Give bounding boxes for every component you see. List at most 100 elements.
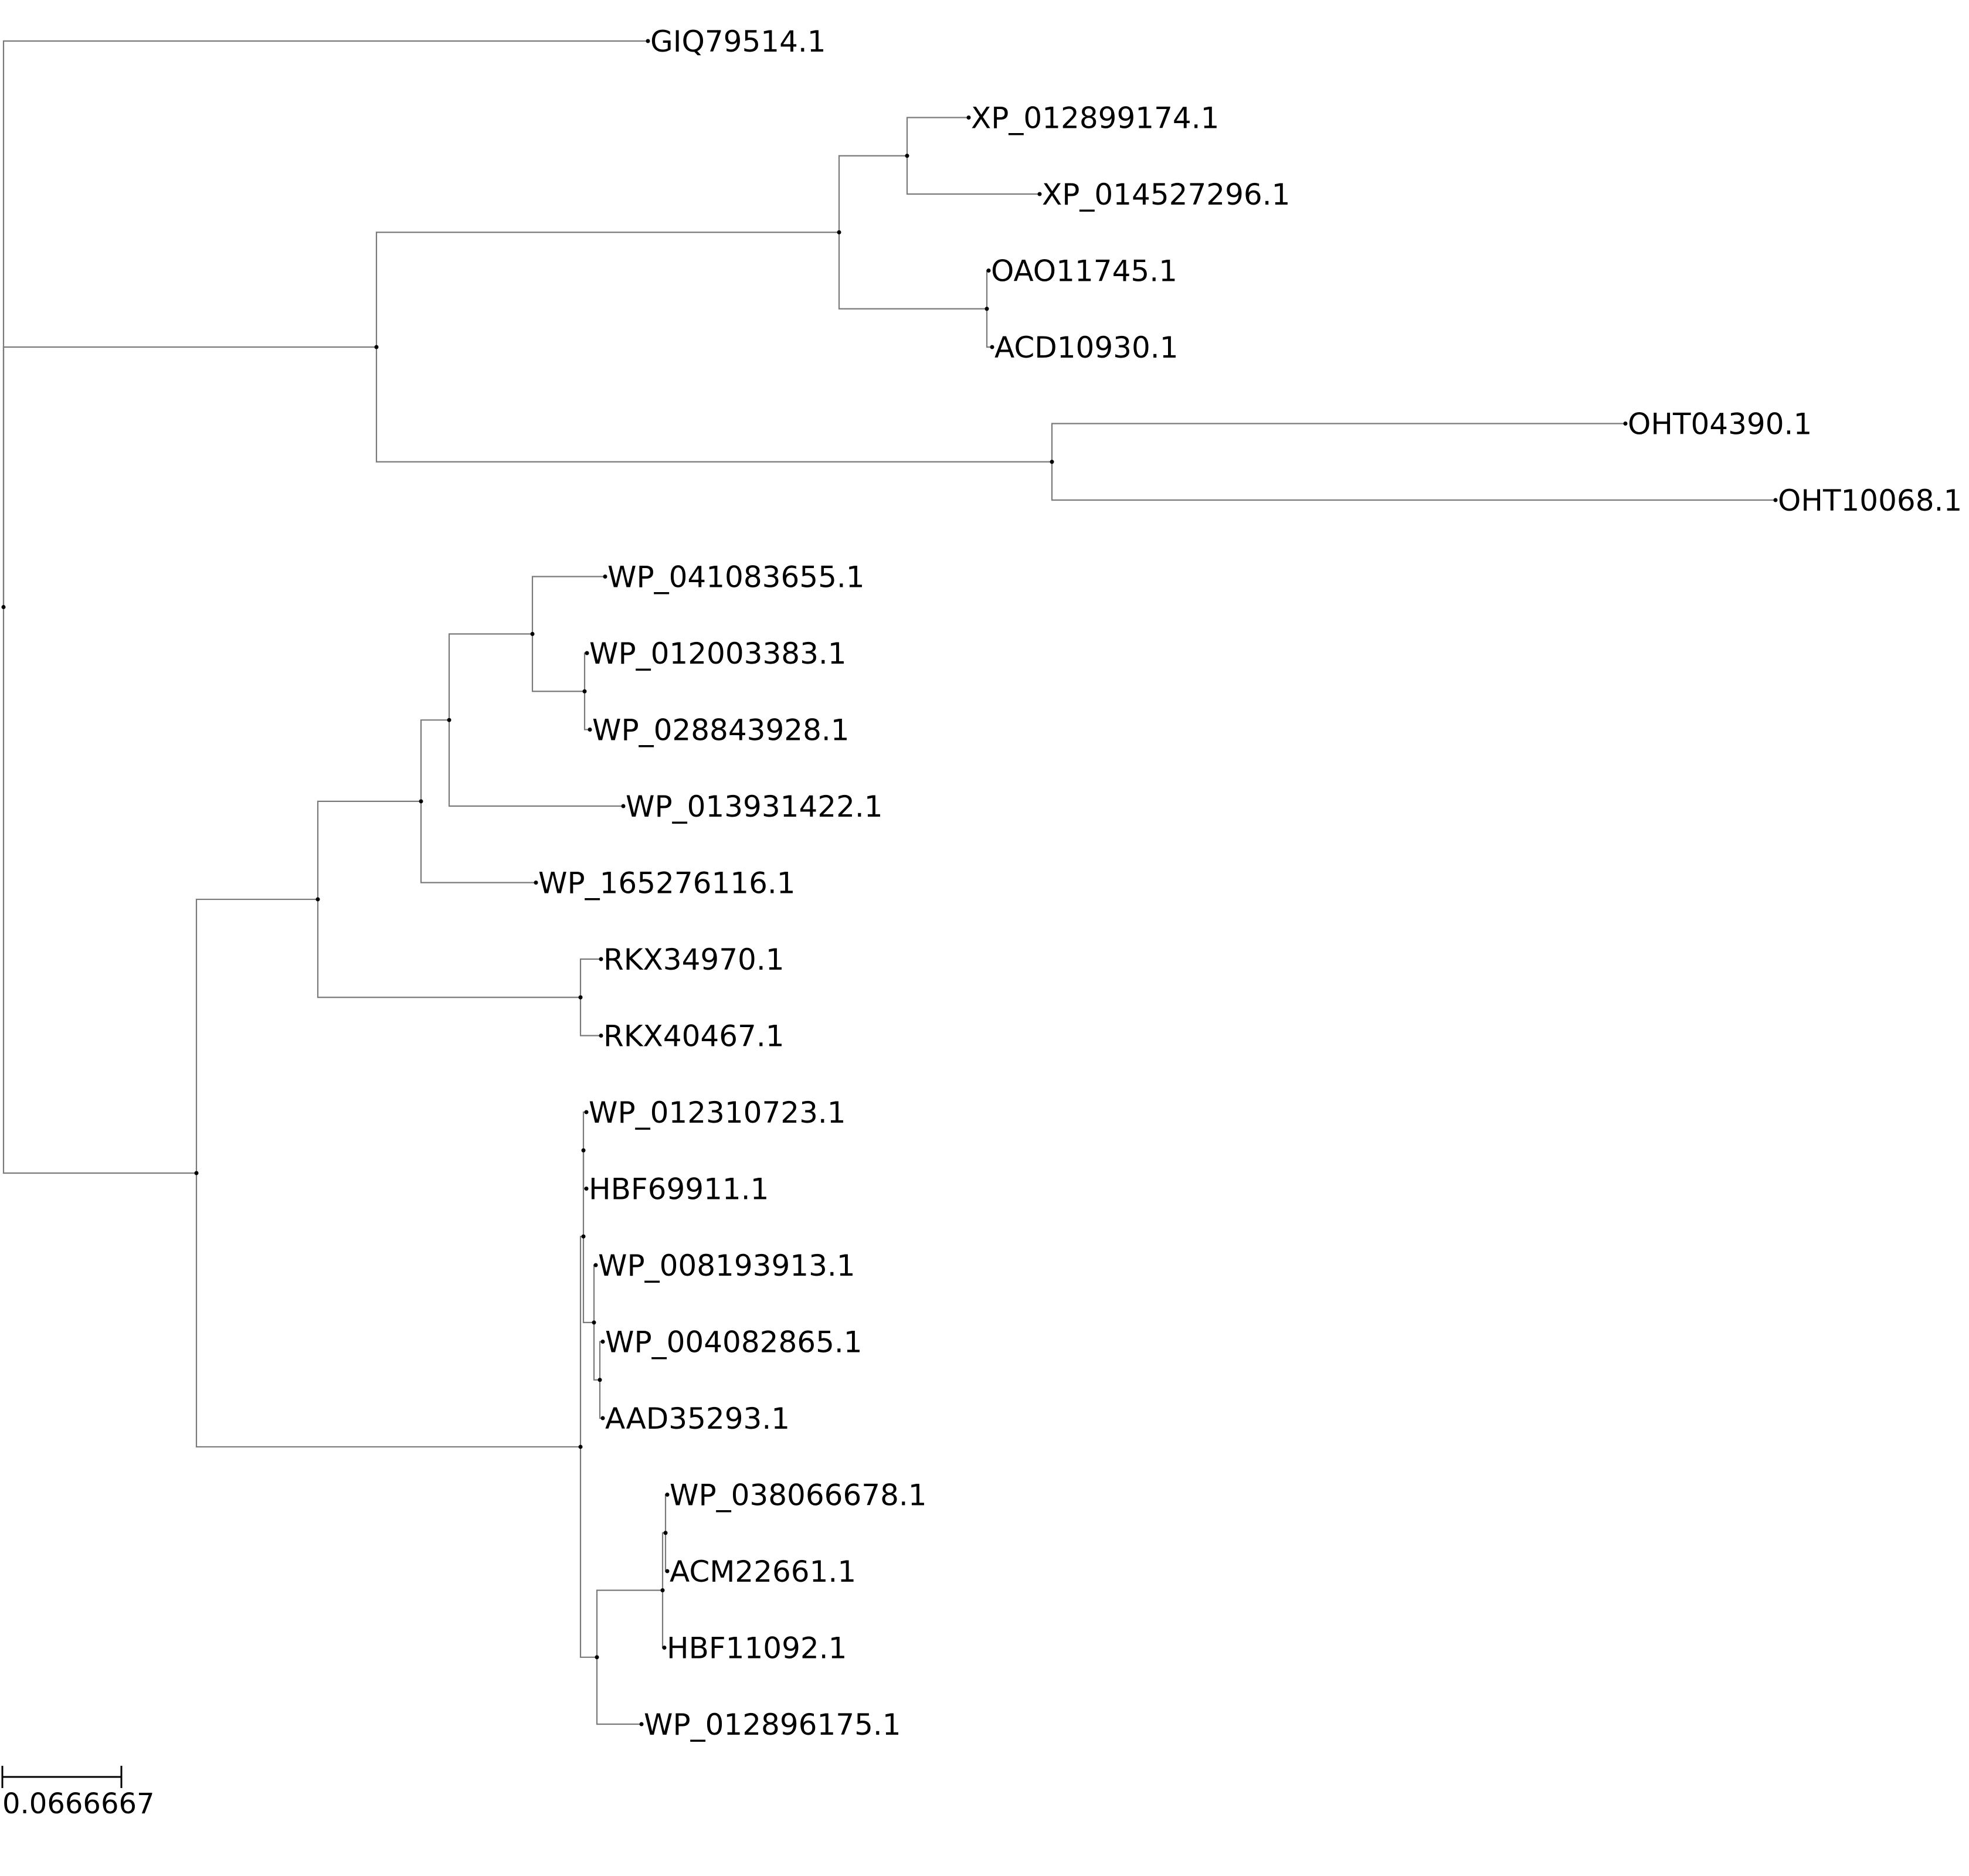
tree-branch — [317, 899, 580, 998]
leaf-node — [966, 115, 971, 120]
leaf-label: OHT04390.1 — [1628, 407, 1812, 441]
tree-branch — [986, 270, 989, 309]
leaf-label: OHT10068.1 — [1778, 484, 1962, 518]
leaf-node — [1773, 498, 1778, 502]
tree-branch — [531, 576, 605, 634]
tree-branch — [195, 1172, 580, 1448]
leaf-node — [584, 1187, 589, 1191]
tree-branch — [375, 232, 839, 347]
leaf-node — [600, 1340, 605, 1344]
tree-branch — [531, 634, 585, 692]
leaf-label: AAD35293.1 — [605, 1402, 790, 1436]
tree-branch — [596, 1589, 663, 1657]
leaf-node — [990, 345, 994, 349]
tree-branch — [906, 117, 969, 156]
leaf-node — [599, 957, 603, 961]
leaf-node — [1623, 422, 1628, 426]
leaf-label: WP_012003383.1 — [589, 637, 847, 671]
leaf-label: RKX40467.1 — [603, 1019, 785, 1053]
leaf-node — [600, 1416, 605, 1420]
tree-branch — [2, 607, 196, 1174]
tree-branch — [1051, 423, 1625, 462]
tree-branch — [420, 801, 536, 883]
tree-branch — [596, 1657, 641, 1725]
tree-branch — [906, 155, 1040, 195]
leaf-label: WP_004082865.1 — [605, 1326, 863, 1360]
tree-branch — [582, 1150, 586, 1190]
tree-branch — [599, 1379, 603, 1419]
leaf-node — [603, 575, 607, 579]
internal-node — [592, 1320, 596, 1325]
leaf-label: RKX34970.1 — [603, 943, 785, 977]
tree-branch — [838, 232, 987, 310]
leaf-node — [588, 728, 592, 732]
leaf-node — [986, 269, 991, 273]
internal-node — [581, 1234, 586, 1239]
tree-branch — [448, 633, 532, 721]
tree-branch — [579, 958, 601, 998]
leaf-label: ACD10930.1 — [994, 331, 1179, 365]
leaf-label: ACM22661.1 — [670, 1555, 856, 1589]
tree-branch — [420, 719, 449, 801]
tree-nodes — [1, 39, 1778, 1727]
tree-branch — [661, 1590, 664, 1649]
tree-branch — [664, 1532, 667, 1572]
leaf-label: GIQ79514.1 — [650, 25, 826, 59]
leaf-node — [1037, 192, 1042, 196]
internal-node — [905, 154, 909, 158]
tree-branch — [579, 997, 601, 1036]
internal-node — [663, 1531, 668, 1535]
leaf-label: XP_014527296.1 — [1042, 178, 1290, 212]
leaf-node — [599, 1034, 603, 1038]
tree-branch — [2, 346, 376, 607]
internal-node — [447, 718, 451, 722]
scale-bar-label: 0.0666667 — [2, 1787, 155, 1820]
internal-node — [578, 1445, 583, 1449]
leaf-node — [584, 1110, 589, 1114]
tree-branch — [195, 898, 318, 1173]
leaf-node — [665, 1493, 670, 1497]
leaf-label: XP_012899174.1 — [971, 101, 1219, 135]
tree-branch — [664, 1494, 667, 1533]
leaf-label: WP_012310723.1 — [589, 1096, 846, 1130]
internal-node — [985, 307, 989, 311]
tree-branch — [2, 40, 648, 607]
tree-branch — [838, 155, 907, 233]
scale-bar-line — [1, 1766, 123, 1788]
tree-branch — [583, 652, 587, 692]
internal-node — [1050, 460, 1054, 464]
internal-node — [578, 995, 583, 1000]
leaf-node — [662, 1646, 667, 1650]
tree-branch — [986, 308, 992, 348]
leaf-node — [646, 39, 650, 43]
internal-node — [582, 689, 587, 694]
leaf-label: HBF11092.1 — [667, 1632, 847, 1666]
tree-branch — [582, 1111, 586, 1151]
leaf-label: WP_165276116.1 — [538, 866, 796, 900]
internal-node — [194, 1171, 199, 1175]
internal-node — [660, 1588, 665, 1593]
internal-node — [374, 345, 379, 349]
scale-bar: 0.0666667 — [1, 1766, 155, 1820]
tree-branch — [317, 800, 421, 900]
leaf-label: WP_012896175.1 — [644, 1708, 901, 1742]
tree-branch — [1051, 461, 1776, 501]
leaf-label: HBF69911.1 — [589, 1172, 769, 1207]
internal-node — [598, 1378, 602, 1382]
internal-node — [837, 230, 841, 235]
tree-branch — [375, 347, 1052, 463]
tree-branch — [599, 1341, 603, 1380]
tree-branch — [583, 691, 590, 730]
tree-branch — [579, 1446, 597, 1658]
leaf-node — [621, 804, 626, 808]
leaf-label: OAO11745.1 — [991, 254, 1177, 288]
internal-node — [595, 1655, 599, 1660]
leaf-label: WP_008193913.1 — [598, 1249, 856, 1283]
internal-node — [315, 897, 320, 902]
leaf-node — [585, 651, 589, 655]
leaf-node — [639, 1722, 644, 1727]
internal-node — [419, 799, 423, 804]
tree-branches — [2, 40, 1776, 1725]
internal-node — [530, 631, 535, 636]
